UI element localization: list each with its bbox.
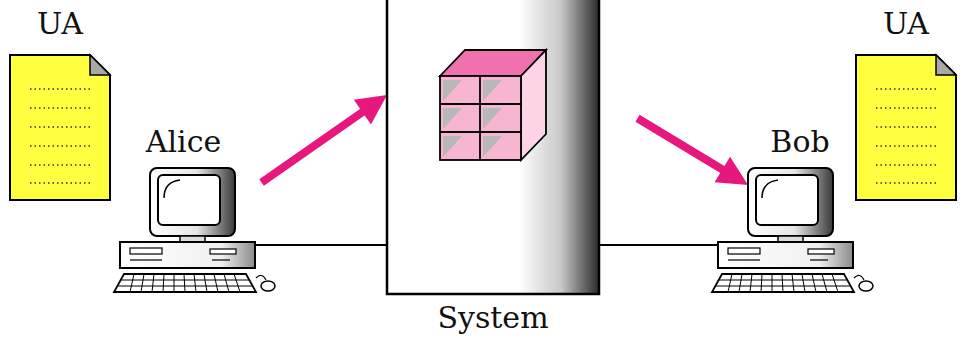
computer-icon <box>114 168 275 292</box>
arrow-head <box>354 95 387 124</box>
connector-line <box>262 111 364 182</box>
network-wire <box>255 245 387 246</box>
system-box <box>387 0 599 294</box>
node-label: UA <box>10 6 110 42</box>
computer-icon <box>712 168 873 292</box>
node-label: UA <box>856 6 956 42</box>
message-arrow <box>638 118 748 185</box>
mailbox-cabinet <box>440 50 546 160</box>
arrow-head <box>715 157 748 185</box>
node-label: Bob <box>748 124 852 160</box>
connector-line <box>255 244 387 246</box>
ua-label-node: UA <box>856 6 956 206</box>
connector-line <box>638 118 725 170</box>
ua-document <box>856 55 956 200</box>
system-node: System <box>387 0 599 346</box>
node-label: System <box>387 300 599 336</box>
computer-node: Alice <box>112 122 255 302</box>
node-label: Alice <box>112 124 255 160</box>
ua-label-node: UA <box>10 6 110 206</box>
message-arrow <box>262 95 387 182</box>
computer-node: Bob <box>748 122 852 302</box>
ua-document <box>10 55 110 200</box>
